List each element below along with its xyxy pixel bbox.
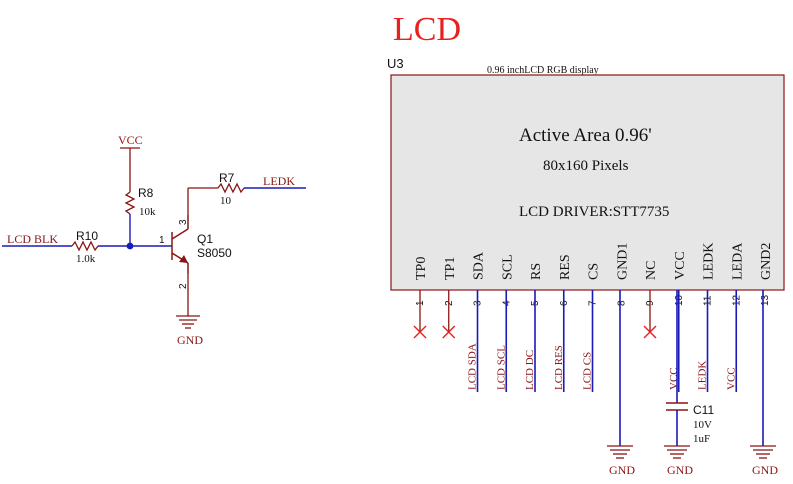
gnd-label-pin8: GND (609, 463, 635, 477)
c11-ref: C11 (693, 403, 714, 417)
pin-name-cs: CS (587, 263, 602, 280)
r7-ref: R7 (219, 171, 235, 185)
pin-name-scl: SCL (500, 254, 515, 280)
r10-value: 1.0k (76, 253, 96, 265)
vcc-net-label: VCC (118, 133, 143, 147)
pin-name-gnd1: GND1 (615, 243, 630, 280)
gnd-label-q1: GND (177, 333, 203, 347)
net-label-scl: LCD SCL (495, 345, 507, 390)
c11-value: 1uF (693, 433, 710, 445)
net-label-sda: LCD SDA (467, 343, 479, 390)
r7-value: 10 (220, 195, 232, 207)
r8-value: 10k (139, 206, 156, 218)
pin-number-gnd1: 8 (616, 300, 627, 306)
pin-name-tp1: TP1 (443, 257, 458, 280)
u3-designator: U3 (387, 56, 404, 71)
no-connect-mark-nc (643, 325, 657, 339)
lcd-pins: TP01TP12SDA3LCD SDASCL4LCD SCLRS5LCD DCR… (413, 242, 774, 392)
pin-name-rs: RS (529, 263, 544, 280)
pin-name-ledk: LEDK (702, 243, 717, 280)
pin-name-vcc: VCC (673, 251, 688, 280)
net-label-ledk: LEDK (697, 361, 709, 390)
pin-number-gnd2: 13 (760, 294, 771, 306)
pin-name-nc: NC (644, 261, 659, 280)
gnd-pin13: GND (750, 290, 778, 477)
q1-emitter-arrow (179, 255, 188, 263)
r7-resistor (217, 182, 245, 194)
vcc-pin10-c11: GND C11 10V 1uF (664, 290, 714, 477)
net-label-cs: LCD CS (582, 352, 594, 390)
pin-name-leda: LEDA (730, 242, 745, 280)
pin-name-gnd2: GND2 (759, 243, 774, 280)
lcd-module-u3: U3 0.96 inchLCD RGB display Active Area … (387, 56, 785, 392)
r10-ref: R10 (76, 229, 98, 243)
q1-ref: Q1 (197, 232, 213, 246)
pin-name-sda: SDA (472, 251, 487, 280)
lcd-body (390, 74, 785, 291)
lcd-blk-net-label: LCD BLK (7, 232, 58, 246)
q1-pin-c: 3 (178, 219, 189, 225)
active-area-label: Active Area 0.96' (519, 125, 652, 146)
gnd-label-c11: GND (667, 463, 693, 477)
no-connect-mark-tp1 (442, 325, 456, 339)
pin-name-res: RES (558, 254, 573, 280)
page-title: LCD (393, 11, 461, 48)
q1-part: S8050 (197, 246, 232, 260)
c11-voltage: 10V (693, 419, 712, 431)
no-connect-mark-tp0 (413, 325, 427, 339)
pixels-label: 80x160 Pixels (543, 158, 629, 174)
driver-label: LCD DRIVER:STT7735 (519, 204, 669, 220)
net-label-leda: VCC (725, 367, 737, 390)
pin-name-tp0: TP0 (414, 257, 429, 280)
gnd-label-pin13: GND (752, 463, 778, 477)
gnd-pin8: GND (607, 290, 635, 477)
q1-pin-e: 2 (178, 283, 189, 289)
r8-resistor (124, 191, 136, 215)
q1-pin-b: 1 (159, 235, 165, 246)
r8-ref: R8 (138, 186, 154, 200)
net-label-rs: LCD DC (524, 350, 536, 390)
net-label-vcc: VCC (668, 367, 680, 390)
net-label-res: LCD RES (553, 345, 565, 390)
u3-description: 0.96 inchLCD RGB display (487, 65, 599, 76)
gnd-symbol-q1 (176, 315, 200, 329)
backlight-circuit: VCC R8 10k LCD BLK R10 1.0k 1 Q1 S805 (2, 133, 306, 347)
ledk-net-label: LEDK (263, 174, 295, 188)
r10-resistor (71, 240, 99, 252)
